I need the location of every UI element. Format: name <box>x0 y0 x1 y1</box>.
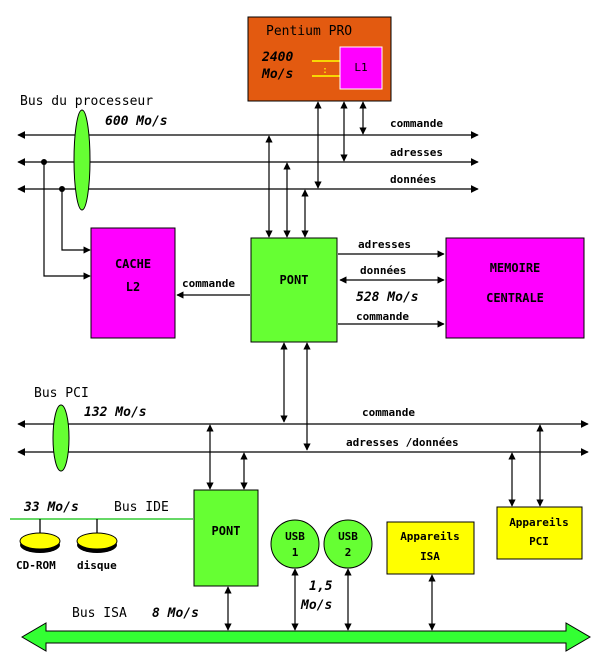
usb-speed-line2: Mo/s <box>300 598 332 613</box>
pci-command-label: commande <box>362 406 415 419</box>
proc-command-label: commande <box>390 117 443 130</box>
memory-line1: MEMOIRE <box>490 261 541 275</box>
mem-command-label: commande <box>356 310 409 323</box>
bridge-top-box <box>250 237 338 343</box>
usb2-circle <box>323 519 373 569</box>
cpu-title: Pentium PRO <box>266 24 352 39</box>
cache-command-label: commande <box>182 277 235 290</box>
ide-bus-label: Bus IDE <box>114 500 169 515</box>
cpu-speed-value: 2400 <box>261 50 293 65</box>
proc-address-label: adresses <box>390 146 443 159</box>
pci-bus-speed: 132 Mo/s <box>84 405 147 420</box>
usb-speed-line1: 1,5 <box>309 579 333 594</box>
isa-devices-box <box>386 521 475 575</box>
proc-data-label: données <box>390 173 436 186</box>
usb2-line1: USB <box>338 530 358 543</box>
cdrom-label: CD-ROM <box>16 559 56 572</box>
bridge-bottom-box <box>193 489 259 587</box>
usb2-line2: 2 <box>345 546 352 559</box>
usb1-line2: 1 <box>292 546 299 559</box>
isa-bus-arrow <box>21 622 591 652</box>
processor-bus-lines <box>17 131 479 193</box>
isa-bus-label: Bus ISA <box>72 606 127 621</box>
cache-l2-line2: L2 <box>126 280 140 294</box>
svg-text::: : <box>322 65 328 76</box>
processor-bus-speed: 600 Mo/s <box>105 114 168 129</box>
cache-l2-line1: CACHE <box>115 257 151 271</box>
mem-speed-label: 528 Mo/s <box>356 290 419 305</box>
isa-devices-line2: ISA <box>420 550 440 563</box>
memory-box <box>445 237 585 339</box>
cache-l2-box <box>90 227 176 339</box>
bridge-top-label: PONT <box>280 273 309 287</box>
pci-bus-ellipse <box>52 404 70 472</box>
pci-devices-line2: PCI <box>529 535 549 548</box>
usb1-circle <box>270 519 320 569</box>
processor-bus-label: Bus du processeur <box>20 94 153 109</box>
l1-cache <box>339 46 383 90</box>
cpu-speed-unit: Mo/s <box>261 67 293 82</box>
disk-label: disque <box>77 559 117 572</box>
mem-address-label: adresses <box>358 238 411 251</box>
cdrom-drive <box>19 532 61 550</box>
isa-bus-speed: 8 Mo/s <box>152 606 199 621</box>
pci-bus-label: Bus PCI <box>34 386 89 401</box>
mem-data-label: données <box>360 264 406 277</box>
l1-label: L1 <box>354 61 367 74</box>
processor-bus-ellipse <box>73 109 91 211</box>
bridge-bottom-label: PONT <box>212 524 241 538</box>
pci-address-data-label: adresses /données <box>346 436 459 449</box>
pci-devices-box <box>496 506 583 560</box>
cpu-box: Pentium PRO 2400 Mo/s : L1 <box>247 16 392 102</box>
ide-speed: 33 Mo/s <box>23 500 79 515</box>
memory-line2: CENTRALE <box>486 291 544 305</box>
pci-devices-line1: Appareils <box>509 516 569 529</box>
isa-devices-line1: Appareils <box>400 530 460 543</box>
disk-drive <box>76 532 118 550</box>
usb1-line1: USB <box>285 530 305 543</box>
